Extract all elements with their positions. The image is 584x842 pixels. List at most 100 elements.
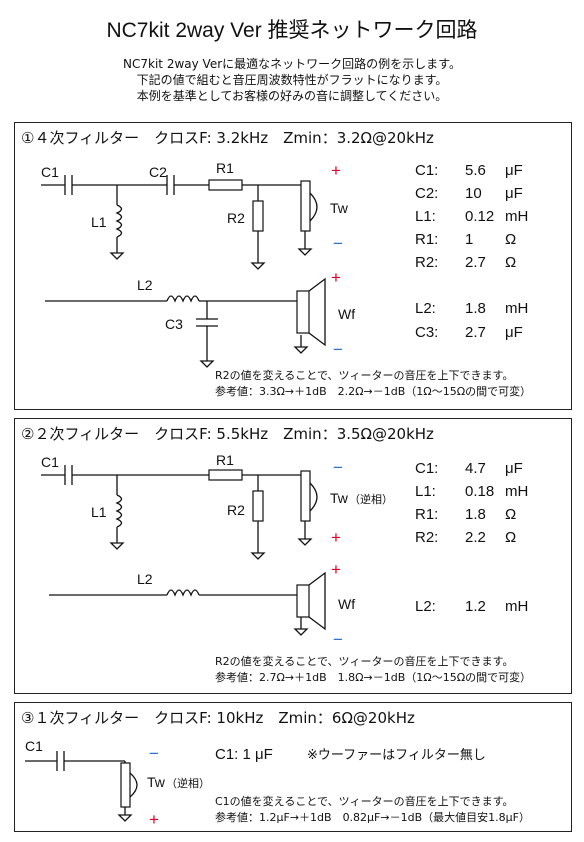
tweeter-speaker [120,762,138,808]
c3-label: C3 [165,316,183,332]
page-title: NC7kit 2way Ver 推奨ネットワーク回路 [106,19,478,42]
value-number: 4.7 [465,460,486,477]
panel-4th-order: ①４次フィルター クロスF: 3.2kHz Zmin：3.2Ω@20kHz C1 [14,122,572,410]
value-name: R2: [415,529,438,546]
wf-plus: + [331,560,341,579]
panel2-values: C1: 4.7 μF L1: 0.18 mH R1: 1.8 Ω R2: 2.2… [415,460,528,615]
l1-label: L1 [91,504,107,520]
value-name: L1: [415,208,436,225]
c1-label: C1 [25,738,43,754]
woofer-speaker [296,277,326,347]
value-name: C1: [415,162,438,179]
woofer-wire [45,295,309,368]
tw-plus: + [331,161,341,180]
tw-minus: − [333,234,343,253]
panel2-note-2: 参考値：2.7Ω→＋1dB 1.8Ω→－1dB（1Ω～15Ωの間で可変） [215,670,531,684]
value-unit: mH [505,483,528,500]
value-number: 2.7 [465,254,486,271]
panel3-heading: ③１次フィルター クロスF: 10kHz Zmin：6Ω@20kHz [21,709,415,727]
tw-label: Tw [330,200,349,216]
tweeter-speaker [300,470,318,522]
value-number: 1.2 [465,598,486,615]
c1-label: C1 [41,164,59,180]
panel3-remark: ※ウーファーはフィルター無し [307,748,486,763]
panel1-circuit: C1 C2 L1 R1 R2 [41,160,531,398]
value-number: 1.8 [465,506,486,523]
tw-label: Tw [147,774,166,790]
value-unit: Ω [505,231,516,248]
wf-minus: − [333,630,343,649]
r1-label: R1 [216,452,234,468]
wf-label: Wf [338,596,355,612]
tw-minus: − [333,458,343,477]
value-unit: μF [505,324,523,341]
value-number: 0.18 [465,483,494,500]
value-name: C3: [415,324,438,341]
tw-label: Tw [330,490,349,506]
value-unit: Ω [505,529,516,546]
panel1-note-2: 参考値：3.3Ω→＋1dB 2.2Ω→－1dB（1Ω～15Ωの間で可変） [215,384,531,398]
panel1-note-1: R2の値を変えることで、ツィーターの音圧を上下できます。 [215,368,513,382]
tw-reverse-label: （逆相） [349,492,393,506]
l2-label: L2 [137,277,153,293]
l1-label: L1 [91,214,107,230]
c1-label: C1 [41,454,59,470]
panel2-circuit: C1 L1 R1 R2 Tw （逆相） − [41,452,531,684]
panel1-heading: ①４次フィルター クロスF: 3.2kHz Zmin：3.2Ω@20kHz [21,129,434,147]
panel-2nd-order: ②２次フィルター クロスF: 5.5kHz Zmin：3.5Ω@20kHz C1… [14,418,572,694]
value-unit: Ω [505,506,516,523]
panel3-note-1: C1の値を変えることで、ツィーターの音圧を上下できます。 [215,794,513,808]
value-unit: μF [505,162,523,179]
value-name: L2: [415,300,436,317]
value-name: L1: [415,483,436,500]
woofer-speaker [296,571,326,631]
r2-label: R2 [227,210,245,226]
tweeter-wire [41,465,313,560]
tw-plus: + [149,810,159,829]
panel3-circuit: C1 Tw （逆相） − + C1: 1 μF ※ウーファーはフィルター無し C… [25,738,530,829]
value-name: C2: [415,185,438,202]
r1-resistor [208,179,243,191]
value-number: 1 [465,231,473,248]
l2-label: L2 [137,571,153,587]
value-unit: μF [505,185,523,202]
intro-text: NC7kit 2way Verに最適なネットワーク回路の例を示します。 下記の値… [0,56,584,104]
wf-plus: + [331,268,341,287]
value-number: 2.2 [465,529,486,546]
value-number: 1.8 [465,300,486,317]
intro-line-1: NC7kit 2way Verに最適なネットワーク回路の例を示します。 [123,57,461,71]
panel2-note-1: R2の値を変えることで、ツィーターの音圧を上下できます。 [215,654,513,668]
value-unit: mH [505,208,528,225]
value-number: 2.7 [465,324,486,341]
panel3-note-2: 参考値：1.2μF→＋1dB 0.82μF→－1dB（最大値目安1.8μF） [215,810,530,824]
panel1-values: C1: 5.6 μF C2: 10 μF L1: 0.12 mH R1: 1 Ω… [415,162,528,341]
panel3-c1-value: C1: 1 μF [215,746,273,763]
tw-plus: + [331,528,341,547]
value-unit: mH [505,300,528,317]
tweeter-wire [41,175,313,270]
value-name: L2: [415,598,436,615]
c2-label: C2 [149,164,167,180]
value-number: 5.6 [465,162,486,179]
tweeter-wire [25,751,133,822]
value-unit: mH [505,598,528,615]
value-unit: Ω [505,254,516,271]
r1-label: R1 [216,160,234,176]
intro-line-3: 本例を基準としてお客様の好みの音に調整してください。 [136,89,448,103]
value-number: 10 [465,185,482,202]
intro-line-2: 下記の値で組むと音圧周波数特性がフラットになります。 [136,73,448,87]
tw-reverse-label: （逆相） [166,776,210,790]
woofer-wire [49,589,309,636]
r2-label: R2 [227,502,245,518]
value-name: R1: [415,506,438,523]
panel2-heading: ②２次フィルター クロスF: 5.5kHz Zmin：3.5Ω@20kHz [21,425,434,443]
wf-label: Wf [338,306,355,322]
wf-minus: − [333,340,343,359]
value-name: R1: [415,231,438,248]
value-name: R2: [415,254,438,271]
r1-resistor [208,469,243,481]
tweeter-speaker [300,180,318,232]
value-number: 0.12 [465,208,494,225]
value-name: C1: [415,460,438,477]
value-unit: μF [505,460,523,477]
